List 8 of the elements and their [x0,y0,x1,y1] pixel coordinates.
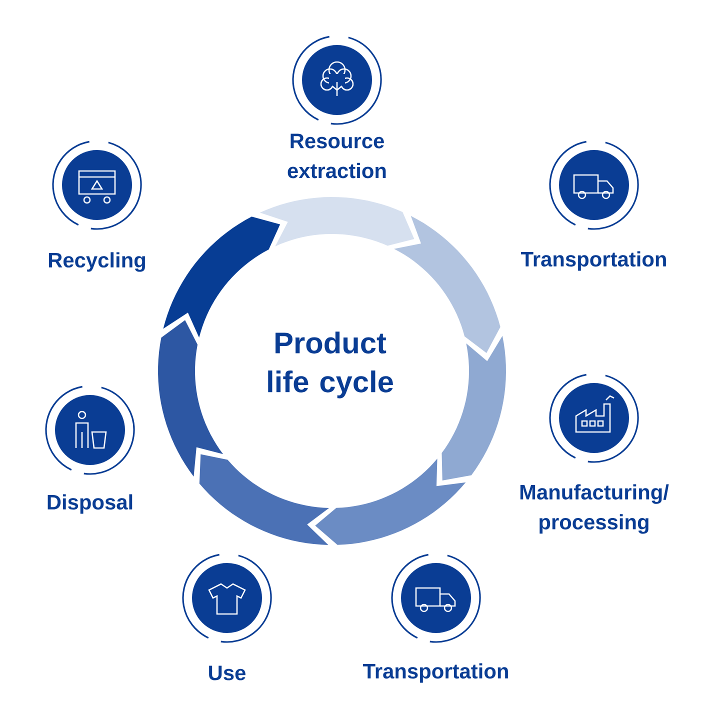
stage-label: Transportation [363,663,508,683]
stage-label: Manufacturing/ processing [520,484,669,534]
stage-label: Recycling [49,252,145,272]
stage-label: Disposal [48,494,132,514]
stage-label: Transportation [521,251,666,271]
stage-label: Resource extraction [288,134,386,178]
stage-label: Use [209,666,246,680]
centre-title: Product life cycle [268,332,393,398]
